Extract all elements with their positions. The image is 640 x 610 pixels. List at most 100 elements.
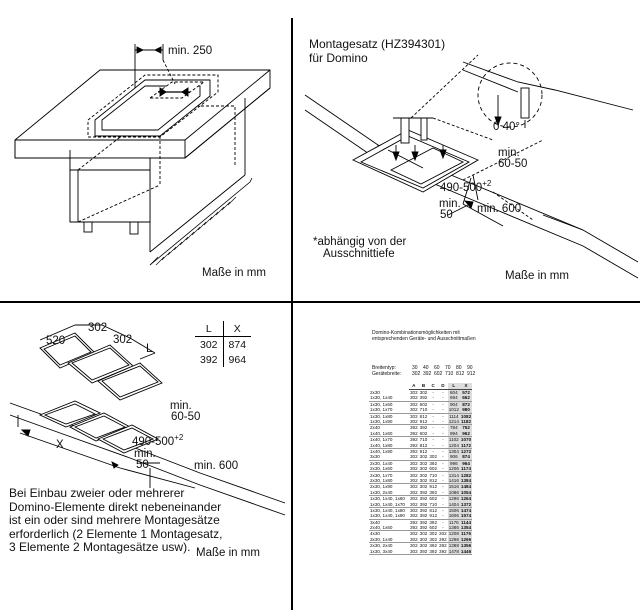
table-header: X: [459, 383, 473, 390]
table-cell: 1x30, 1x40, 1x80: [370, 507, 405, 513]
table-cell: -: [442, 449, 444, 454]
table-cell: -: [432, 437, 434, 443]
dimension-L: L: [146, 343, 153, 355]
table-cell: 996: [447, 460, 460, 467]
installation-note: Bei Einbau zweier oder mehrerer Domino-E…: [9, 486, 222, 555]
table-cell: 302: [410, 413, 418, 419]
table-cell: 1206: [447, 466, 460, 473]
dimension-60-50: 60-50: [498, 158, 528, 170]
table-cell: 1x30, 1x40, 1x90: [369, 513, 409, 520]
width-value: 70: [445, 365, 451, 371]
units-label: Maße in mm: [505, 270, 569, 282]
note-line: 3 Elemente 2 Montagesätze usw).: [9, 540, 191, 554]
table-cell: 302: [418, 536, 429, 544]
table-cell: 392: [409, 524, 419, 532]
table-cell: 392: [410, 425, 418, 431]
panel-mounting-kit: Montagesatz (HZ394301) für Domino: [293, 0, 640, 301]
table-cell: 1386: [447, 524, 460, 532]
table-cell: 2x30, 1x60: [369, 466, 409, 473]
table-cell: 392: [410, 449, 418, 454]
table-cell: 392: [418, 513, 429, 520]
table-cell: 302: [419, 531, 428, 537]
table-cell: 302: [409, 501, 419, 508]
vertical-divider: [291, 18, 293, 610]
table-cell: 392: [419, 425, 428, 431]
table-cell: -: [438, 407, 448, 414]
table-cell: 2x40: [370, 425, 380, 431]
table-cell: 1282: [459, 471, 473, 478]
table-cell: 1070: [459, 436, 473, 443]
table-cell: -: [442, 507, 444, 513]
dimension-490-500: 490-500+2: [440, 179, 492, 194]
multi-element-drawing: [9, 324, 286, 516]
table-cell: 2x30, 1x70: [370, 472, 393, 478]
table-cell: 1574: [459, 513, 473, 520]
table-cell: 3x30, 1x40: [369, 536, 409, 544]
table-cell: 1x40, 1x80: [369, 442, 409, 449]
table-cell: -: [442, 401, 444, 407]
table-cell: 1176: [459, 530, 473, 537]
width-value: 90: [467, 365, 473, 371]
table-cell: -: [442, 413, 444, 419]
table-cell: 302: [409, 418, 419, 426]
table-cell: 2x30, 1x40: [370, 460, 393, 466]
table-cell: 906: [447, 454, 460, 461]
table-cell: 1x40, 1x60: [369, 430, 409, 438]
table-cell: 1172: [459, 442, 473, 449]
table-cell: 1388: [447, 542, 460, 549]
table-cell: 302: [195, 336, 224, 352]
table-cell: 2x30, 1x80: [369, 477, 409, 485]
table-cell: 1176: [447, 519, 460, 525]
table-cell: -: [438, 477, 448, 485]
table-cell: 302: [410, 507, 418, 513]
table-cell: 302: [410, 401, 418, 407]
table-cell: 1404: [447, 501, 460, 508]
table-cell: -: [438, 501, 448, 508]
table-cell: 602: [418, 430, 429, 438]
table-cell: -: [442, 496, 444, 502]
table-cell: 4x30: [370, 531, 380, 537]
table-cell: 980: [459, 407, 473, 414]
table-cell: -: [442, 484, 444, 490]
table-cell: 302: [410, 472, 418, 478]
dimension-min-600: min. 600: [477, 203, 522, 215]
note-line: Bei Einbau zweier oder mehrerer: [9, 486, 185, 500]
table-cell: 302: [410, 484, 418, 490]
table-caption: Domino-Kombinationsmöglichkeiten mit ent…: [372, 330, 476, 342]
table-cell: -: [438, 454, 448, 461]
table-cell: 1208: [447, 530, 460, 537]
table-cell: 662: [459, 395, 473, 402]
table-cell: 302: [409, 548, 419, 555]
table-cell: -: [438, 513, 448, 520]
caption-line: Domino-Kombinationsmöglichkeiten mit: [372, 330, 460, 336]
table-cell: 392: [410, 519, 418, 525]
table-cell: 302: [419, 390, 428, 396]
dimension-min-label: min.: [170, 400, 192, 412]
dimension-X: X: [56, 439, 64, 451]
table-cell: 1484: [459, 483, 473, 490]
table-cell: 1x30, 2x40: [369, 489, 409, 497]
table-cell: -: [438, 489, 448, 497]
table-cell: 710: [418, 407, 429, 414]
table-cell: 1x30, 1x90: [369, 418, 409, 426]
dimension-302-a: 302: [88, 322, 108, 334]
mounting-kit-drawing: [304, 54, 639, 279]
table-cell: 302: [418, 477, 429, 485]
table-cell: 302: [409, 513, 419, 520]
table-cell: 392: [429, 460, 438, 466]
table-cell: 392: [428, 548, 439, 555]
table-cell: 602: [428, 524, 439, 532]
mounting-kit-title: Montagesatz (HZ394301): [309, 37, 446, 51]
table-cell: 1478: [447, 548, 460, 555]
table-cell: 302: [410, 496, 418, 502]
width-value: 392: [423, 371, 432, 377]
